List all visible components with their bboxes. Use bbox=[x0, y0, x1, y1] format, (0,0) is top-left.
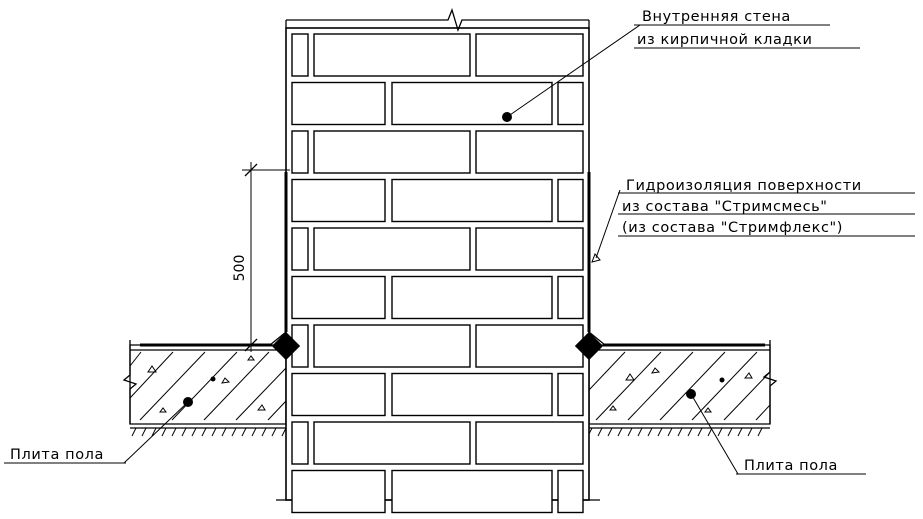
brick bbox=[291, 130, 309, 174]
brick bbox=[557, 178, 584, 223]
brick bbox=[391, 372, 553, 417]
brick bbox=[291, 372, 386, 417]
label-wall: Внутренняя стена из кирпичной кладки bbox=[502, 9, 860, 122]
brick bbox=[475, 33, 584, 77]
floor-slab-left bbox=[122, 340, 292, 437]
brick bbox=[557, 275, 584, 320]
brick bbox=[391, 469, 553, 514]
waterproofing-left bbox=[140, 172, 301, 361]
brick-wall bbox=[276, 8, 600, 514]
brick bbox=[291, 178, 386, 223]
brick bbox=[557, 81, 584, 126]
brick bbox=[291, 421, 309, 465]
brick bbox=[391, 178, 553, 223]
brick bbox=[475, 324, 584, 368]
brick bbox=[313, 324, 471, 368]
brick bbox=[313, 130, 471, 174]
label-slab-right: Плита пола bbox=[690, 393, 866, 475]
brick bbox=[291, 469, 386, 514]
brick bbox=[475, 421, 584, 465]
slab-right-label: Плита пола bbox=[744, 458, 838, 474]
wall-label-line2: из кирпичной кладки bbox=[637, 32, 813, 48]
brick bbox=[557, 469, 584, 514]
brick bbox=[391, 275, 553, 320]
brick bbox=[475, 227, 584, 271]
brick bbox=[291, 33, 309, 77]
brick bbox=[313, 33, 471, 77]
waterproofing-label-line2: из состава "Стримсмесь" bbox=[622, 199, 828, 215]
brick bbox=[391, 81, 553, 126]
brick bbox=[313, 227, 471, 271]
label-slab-left: Плита пола bbox=[4, 401, 189, 464]
brick bbox=[291, 81, 386, 126]
floor-slab-right bbox=[585, 340, 778, 437]
waterproofing-right bbox=[574, 172, 765, 361]
brick bbox=[475, 130, 584, 174]
waterproofing-label-line1: Гидроизоляция поверхности bbox=[626, 178, 862, 194]
brick bbox=[313, 421, 471, 465]
dimension-500: 500 bbox=[232, 162, 290, 352]
brick bbox=[557, 372, 584, 417]
brick bbox=[291, 275, 386, 320]
slab-left-label: Плита пола bbox=[10, 447, 104, 463]
waterproofing-label-line3: (из состава "Стримфлекс") bbox=[622, 220, 843, 236]
label-waterproofing: Гидроизоляция поверхности из состава "Ст… bbox=[591, 178, 915, 263]
brick bbox=[291, 227, 309, 271]
dimension-label: 500 bbox=[232, 255, 248, 282]
wall-label-line1: Внутренняя стена bbox=[642, 9, 791, 25]
